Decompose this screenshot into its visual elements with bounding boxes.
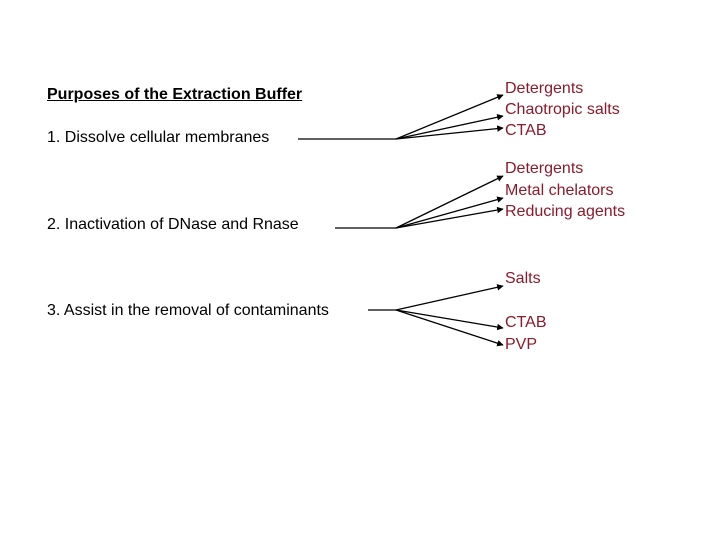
purpose-2-arrow-2 <box>395 196 504 229</box>
purpose-2-item-3: Reducing agents <box>505 203 626 220</box>
diagram-title: Purposes of the Extraction Buffer <box>47 86 303 103</box>
purpose-1-item-2: Chaotropic salts <box>505 101 620 118</box>
purpose-3-item-1: Salts <box>505 270 541 287</box>
purpose-2-item-1: Detergents <box>505 160 584 177</box>
purpose-3-label: 3. Assist in the removal of contaminants <box>47 302 329 319</box>
purpose-1-arrow-2 <box>395 114 504 140</box>
purpose-3-arrow-1 <box>395 284 504 311</box>
purpose-1-item-3: CTAB <box>505 122 547 139</box>
purpose-3-item-3: PVP <box>505 336 538 353</box>
purpose-1-label: 1. Dissolve cellular membranes <box>47 129 270 146</box>
purpose-2-arrow-3 <box>395 206 504 229</box>
purpose-2-arrow-1 <box>395 175 504 229</box>
purpose-3-arrow-3 <box>395 309 504 347</box>
purpose-2-item-2: Metal chelators <box>505 182 614 199</box>
purpose-3-item-2: CTAB <box>505 314 547 331</box>
purpose-1-item-1: Detergents <box>505 80 584 97</box>
purpose-3-arrow-2 <box>395 309 504 331</box>
purpose-2-label: 2. Inactivation of DNase and Rnase <box>47 216 299 233</box>
purpose-1-arrow-1 <box>395 94 504 140</box>
purpose-1-arrow-3 <box>395 125 504 140</box>
